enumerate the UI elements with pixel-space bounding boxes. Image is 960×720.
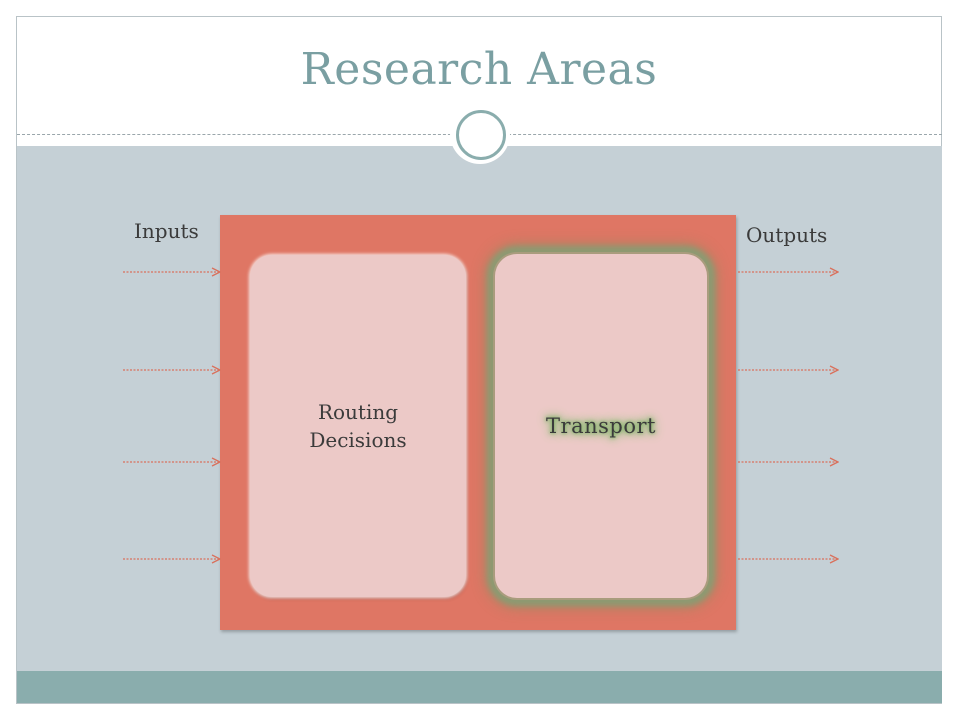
input-arrows-group <box>123 272 220 559</box>
routing-label-line-1: Routing <box>317 400 399 424</box>
routing-decisions-panel: Routing Decisions <box>250 255 466 597</box>
bottom-band <box>17 671 942 703</box>
routing-decisions-label: Routing Decisions <box>268 398 448 454</box>
outputs-label: Outputs <box>746 223 828 247</box>
transport-label: Transport <box>546 414 656 438</box>
inputs-label: Inputs <box>134 219 199 243</box>
output-arrows-group <box>738 272 838 559</box>
divider-ring-icon <box>456 110 506 160</box>
transport-panel: Transport <box>495 254 707 598</box>
routing-label-line-2: Decisions <box>309 428 407 452</box>
slide-title: Research Areas <box>300 44 658 95</box>
